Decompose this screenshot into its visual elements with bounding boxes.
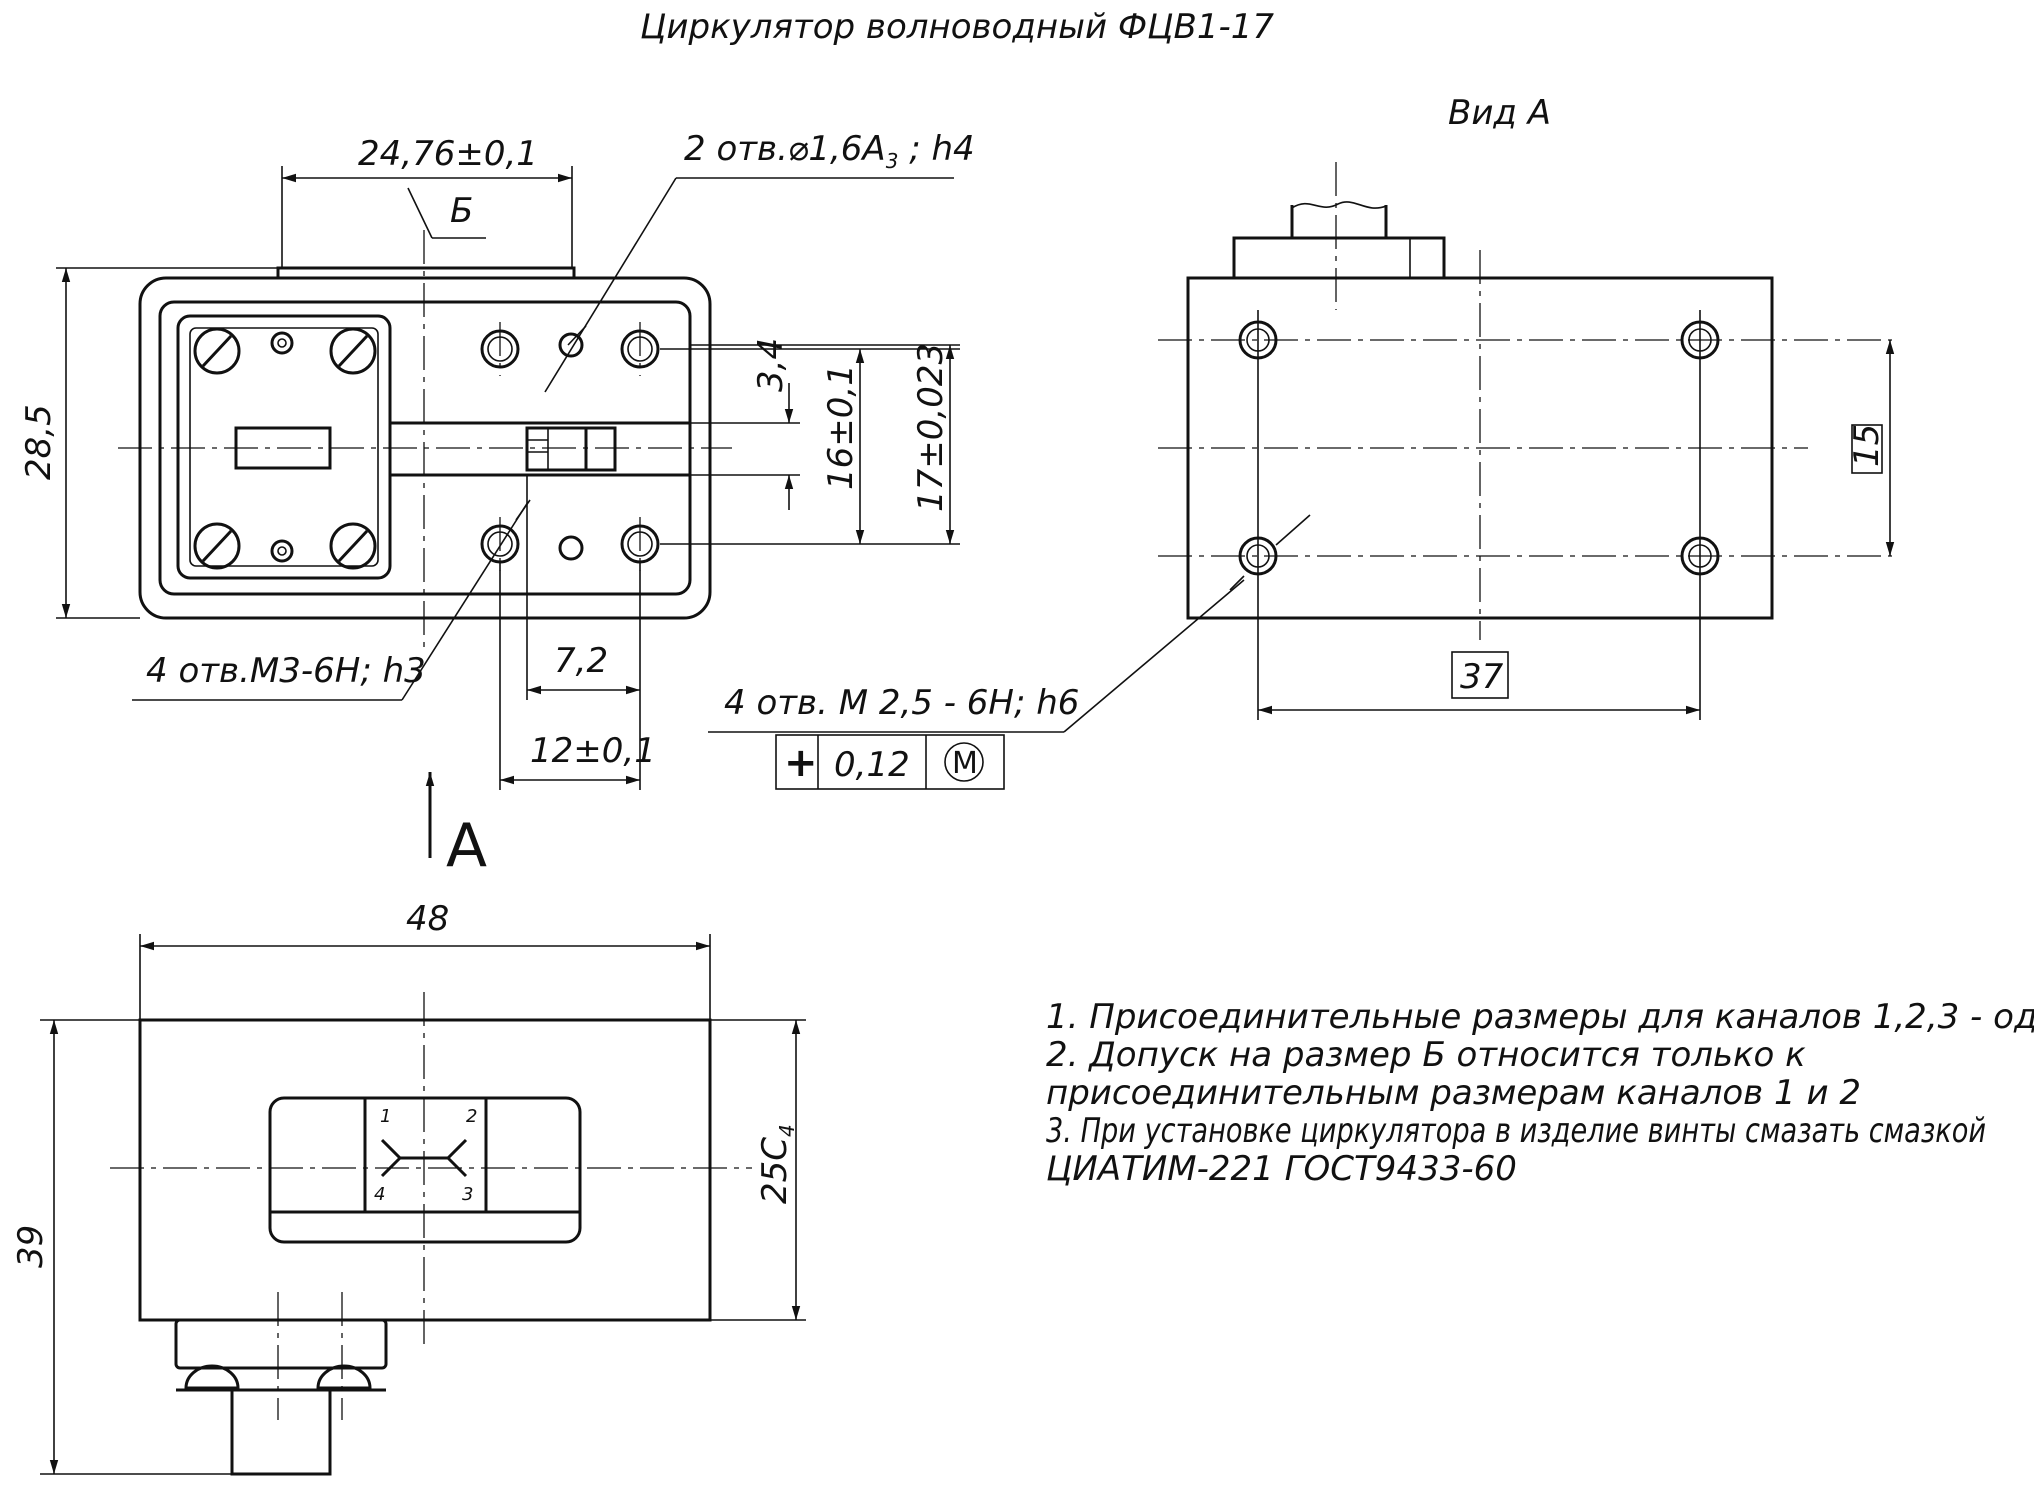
tolerance-value: 0,12 bbox=[834, 745, 910, 785]
tolerance-symbol: + bbox=[784, 740, 818, 786]
top-view: 24,76±0,1 Б 2 отв.⌀1,6А3 ; h4 28,5 3,4 1… bbox=[19, 129, 975, 881]
screw-icon bbox=[193, 327, 241, 375]
dim-flange-width: 24,76±0,1 bbox=[358, 134, 538, 174]
dim-16: 16±0,1 bbox=[821, 364, 861, 490]
dim-37: 37 bbox=[1460, 657, 1504, 697]
dim-7-2: 7,2 bbox=[554, 641, 608, 681]
dim-17: 17±0,023 bbox=[911, 343, 951, 512]
drawing-title: Циркулятор волноводный ФЦВ1-17 bbox=[640, 7, 1274, 47]
note-line: присоединительным размерам каналов 1 и 2 bbox=[1046, 1073, 1861, 1113]
holes-top-callout: 2 отв.⌀1,6А3 ; h4 bbox=[684, 129, 975, 173]
tolerance-modifier: М bbox=[952, 746, 978, 781]
view-a-holes-callout: 4 отв. М 2,5 - 6Н; h6 bbox=[724, 683, 1079, 723]
front-view: 1 2 4 3 48 39 25С4 bbox=[11, 899, 806, 1476]
screw-icon bbox=[329, 522, 377, 570]
view-a: Вид А 15 37 4 отв. М 2,5 - 6Н; h6 bbox=[708, 93, 1895, 790]
note-line: ЦИАТИМ-221 ГОСТ9433-60 bbox=[1046, 1149, 1517, 1189]
dim-15: 15 bbox=[1847, 424, 1887, 467]
dim-39: 39 bbox=[11, 1225, 51, 1268]
screw-icon bbox=[329, 327, 377, 375]
dim-3-4: 3,4 bbox=[751, 338, 791, 392]
note-line: 3. При установке циркулятора в изделие в… bbox=[1046, 1111, 1986, 1151]
notes: 1. Присоединительные размеры для каналов… bbox=[1046, 997, 2034, 1189]
note-line: 2. Допуск на размер Б относится только к bbox=[1046, 1035, 1806, 1075]
port-4-label: 4 bbox=[374, 1184, 385, 1205]
view-arrow-label: А bbox=[446, 811, 487, 881]
port-2-label: 2 bbox=[466, 1106, 477, 1127]
datum-b: Б bbox=[450, 191, 473, 231]
port-3-label: 3 bbox=[462, 1184, 473, 1205]
dim-48: 48 bbox=[406, 899, 449, 939]
dim-12: 12±0,1 bbox=[530, 731, 656, 771]
screw-icon bbox=[193, 522, 241, 570]
holes-bottom-callout: 4 отв.М3-6Н; h3 bbox=[146, 651, 426, 691]
dim-25: 25С4 bbox=[755, 1124, 799, 1204]
view-a-title: Вид А bbox=[1448, 93, 1551, 133]
note-line: 1. Присоединительные размеры для каналов… bbox=[1046, 997, 2034, 1037]
port-1-label: 1 bbox=[380, 1106, 391, 1127]
dim-total-height: 28,5 bbox=[19, 404, 59, 480]
